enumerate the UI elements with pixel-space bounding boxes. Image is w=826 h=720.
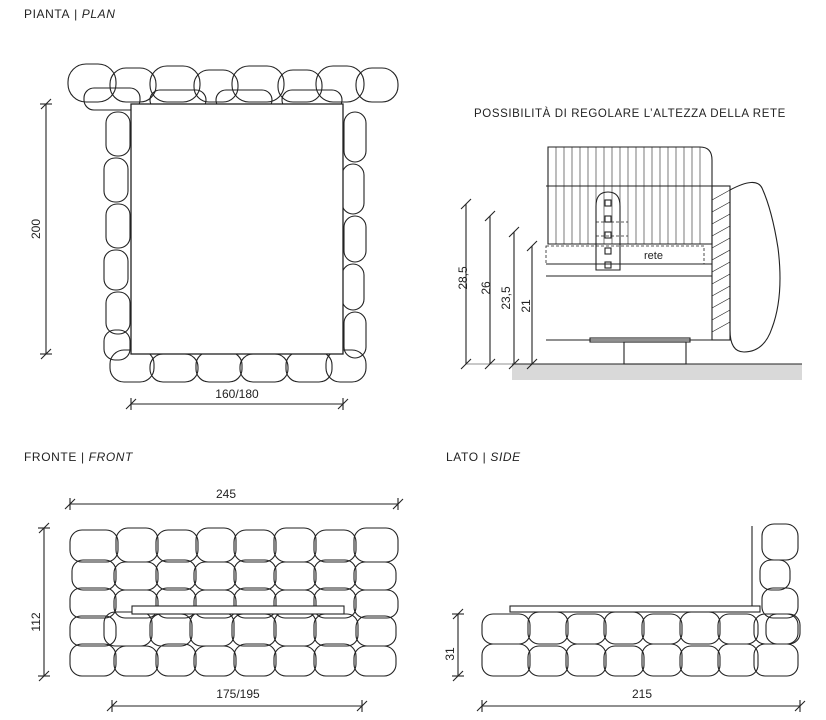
side-panel-section (711, 185, 731, 341)
height-adjust-title: POSSIBILITÀ DI REGOLARE L’ALTEZZA DELLA … (474, 108, 786, 120)
base-foot (623, 341, 687, 365)
title-separator: | (74, 7, 78, 21)
side-title-it: LATO (446, 450, 479, 464)
plan-title: PIANTA|PLAN (24, 7, 116, 21)
front-mattress-edge (131, 605, 345, 615)
height-bracket (595, 191, 628, 271)
front-height-label: 112 (29, 612, 43, 631)
plan-footboard (109, 349, 367, 383)
plan-left-frame (103, 111, 131, 361)
front-view: 245 112 175/195 (29, 487, 404, 712)
front-width-dimension (64, 498, 404, 510)
front-height-dimension (38, 522, 50, 682)
front-inner-width-dimension (106, 700, 368, 712)
title-separator: | (482, 450, 487, 464)
slat-dashed (545, 245, 705, 265)
plan-width-label: 160/180 (215, 387, 259, 401)
front-width-label: 245 (216, 487, 236, 501)
floor (512, 364, 802, 380)
height-adjust-detail: rete (456, 146, 802, 380)
side-height-dimension (452, 608, 464, 682)
side-cushion (729, 181, 781, 353)
plan-right-frame (341, 111, 367, 359)
side-title-en: SIDE (490, 450, 521, 464)
side-title: LATO|SIDE (446, 450, 521, 464)
side-mattress-edge (509, 605, 761, 613)
front-inner-width-label: 175/195 (216, 687, 260, 701)
side-cushions (481, 611, 799, 677)
height-label-23-5: 23,5 (499, 286, 513, 310)
height-label-26: 26 (479, 281, 493, 295)
plan-view: 200 160/180 (29, 63, 399, 410)
mattress-section (547, 146, 713, 245)
height-label-28-5: 28,5 (456, 266, 470, 290)
plan-headboard (67, 63, 399, 111)
plan-depth-dimension (40, 98, 52, 360)
side-length-label: 215 (632, 687, 652, 701)
side-height-label: 31 (443, 647, 457, 661)
front-cushions (69, 527, 399, 677)
plan-depth-label: 200 (29, 219, 43, 239)
side-length-dimension (476, 700, 806, 712)
height-label-21: 21 (519, 299, 533, 313)
front-title: FRONTE|FRONT (24, 450, 133, 464)
plan-title-en: PLAN (81, 7, 116, 21)
side-view: 31 215 (443, 523, 806, 712)
title-separator: | (80, 450, 85, 464)
front-title-it: FRONTE (24, 450, 77, 464)
slat-label: rete (644, 250, 663, 262)
plan-mattress (130, 103, 344, 355)
front-title-en: FRONT (88, 450, 133, 464)
height-dimension-lines (460, 198, 546, 370)
plan-width-dimension (125, 398, 349, 410)
side-headboard (751, 523, 801, 645)
plan-title-it: PIANTA (24, 7, 71, 21)
